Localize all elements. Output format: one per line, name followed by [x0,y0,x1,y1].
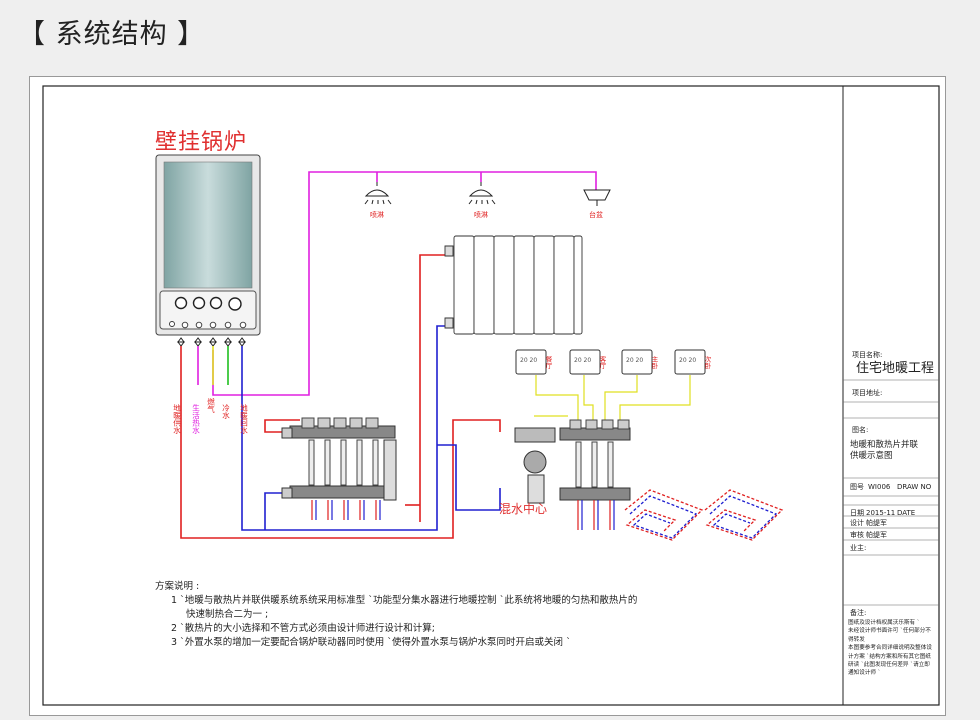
tb-project-addr-label: 项目地址: [852,389,883,397]
label-floor-supply: 地暖供水 [172,403,181,435]
boiler-unit [155,154,261,347]
boiler-knob-2-icon [192,296,206,310]
tb-drawing-no: WI006 [868,483,891,491]
tb-remarks-label: 备注: [850,609,867,617]
room-labels: 餐厅 客厅 主卧 次卧 [544,355,711,370]
shower-2-icon [468,182,496,205]
note-item: 2 `散热片的大小选择和不管方式必须由设计师进行设计和计算; [170,623,435,634]
label-gas: 燃气 [206,397,215,414]
label-floor-return: 地暖回水 [239,403,248,435]
circulation-pump-icon [523,450,547,474]
pipe-labels: 地暖供水 生活热水 燃气 冷水 地暖回水 [172,397,248,435]
manifold-left [281,417,397,520]
tb-drawing-name: 地暖和散热片并联 供暖示意图 [850,440,919,461]
thermostat-2-icon [569,349,601,375]
tb-design: 帕缇军 [866,519,887,527]
basin-icon [583,189,611,206]
boiler-knob-3-icon [209,296,223,310]
manifold-right [514,419,631,530]
tb-review: 帕缇军 [866,531,887,539]
tb-date: 2015-11 [866,509,896,517]
pressure-gauge-icon [228,297,242,311]
label-dhw-out: 生活热水 [191,403,200,435]
tb-date-en: DATE [897,509,916,517]
tb-project-name-label: 项目名称: [852,351,883,359]
note-item: 1 `地暖与散热片并联供暖系统系统采用标准型 `功能型分集水器进行地暖控制 `此… [170,595,638,606]
tb-date-label: 日期 [850,509,864,517]
room-label-2: 客厅 [598,355,606,370]
shower-1-icon [364,182,392,205]
tb-review-label: 审核 [850,531,864,539]
room-label-4: 次卧 [703,355,711,370]
inner-border [42,85,940,706]
thermostat-4-icon [674,349,706,375]
thermostats [515,349,706,375]
tb-drawn-no: DRAW NO [897,483,932,491]
mixing-center-label: 混水中心 [499,502,548,516]
note-item: 3 `外置水泵的增加一定要配合锅炉联动器同时使用 `使得外置水泵与锅炉水泵同时开… [170,637,571,648]
notes-title: 方案说明 : [155,581,200,592]
boiler-knob-1-icon [174,296,188,310]
label-shower-1: 喷淋 [370,210,384,219]
room-label-3: 主卧 [650,355,658,370]
tb-project-name: 住宅地暖工程 [856,361,935,376]
fixtures [364,182,611,206]
room-label-1: 餐厅 [544,355,552,370]
notes-section: 方案说明 : 1 `地暖与散热片并联供暖系统系统采用标准型 `功能型分集水器进行… [155,580,637,650]
section-header: 【 系统结构 】 [18,19,206,50]
thermostat-3-icon [621,349,653,375]
svg-text:20 20: 20 20 [679,357,696,364]
tb-owner-label: 业主: [850,544,867,552]
radiator [444,235,583,335]
pipework [180,171,691,539]
title-block-lines [843,379,939,606]
tb-remarks: 图纸及设计档权属沃乐斯有 ` 未经设计师书面许可 `任何部分不 得转发 本图要参… [848,620,932,677]
note-item: 快速制热合二为一 ; [186,609,269,620]
svg-text:20 20: 20 20 [520,357,537,364]
tb-drawing-name-label: 图名: [852,426,869,434]
tb-design-label: 设计 [850,519,864,527]
tb-drawing-no-label: 图号 [850,483,864,491]
svg-text:20 20: 20 20 [574,357,591,364]
label-shower-2: 喷淋 [474,210,488,219]
floor-heating-loops [624,489,784,541]
svg-text:20 20: 20 20 [626,357,643,364]
thermostat-1-icon [515,349,547,375]
boiler-title: 壁挂锅炉 [155,130,248,155]
label-basin: 台盆 [589,210,603,219]
label-cold-in: 冷水 [221,403,230,420]
